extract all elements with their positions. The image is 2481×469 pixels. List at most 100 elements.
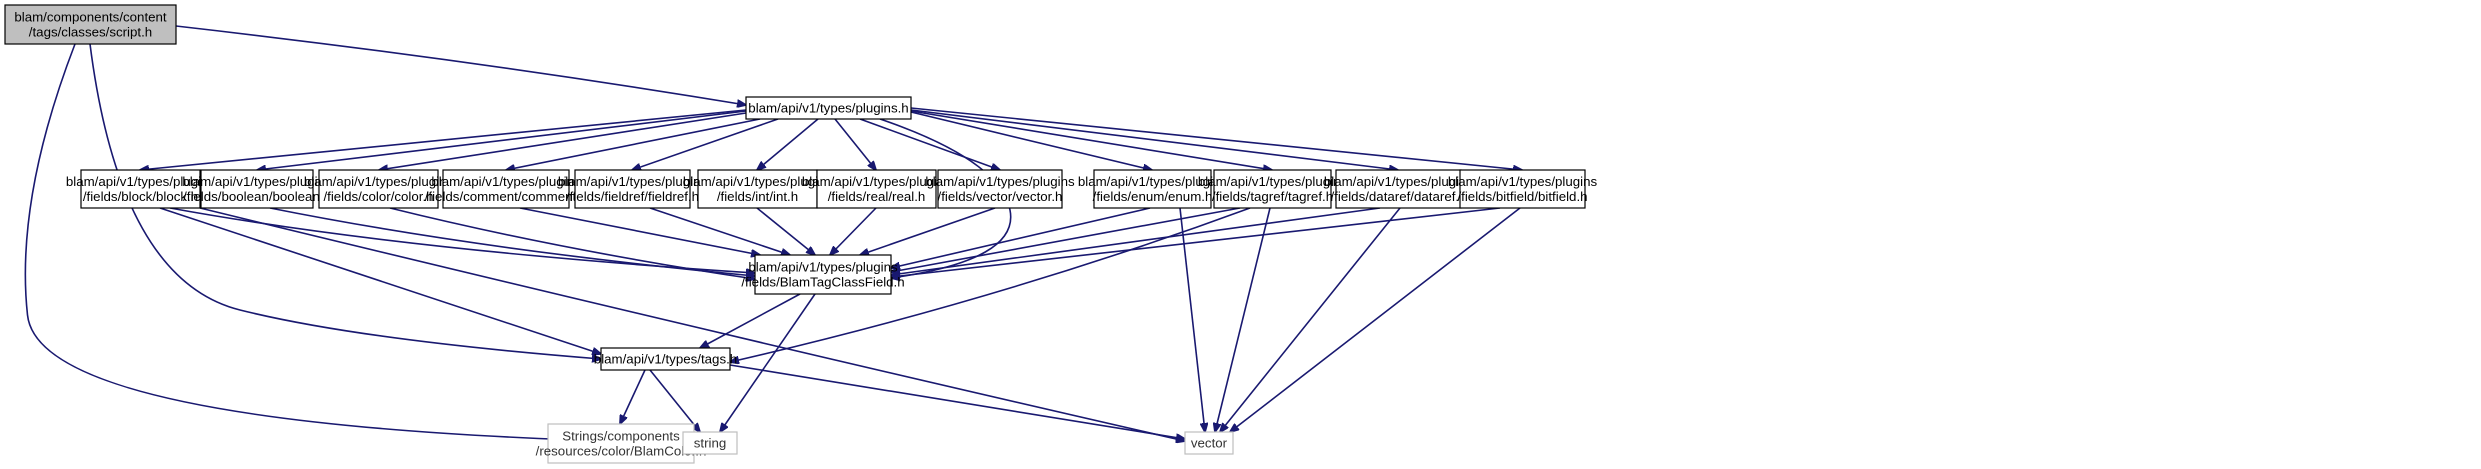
node-box — [1213, 169, 1332, 209]
node-blamcolor: Strings/components/resources/color/BlamC… — [536, 423, 707, 464]
node-tagref[interactable]: blam/api/v1/types/plugins/fields/tagref/… — [1198, 169, 1348, 209]
edge-plugins-to-color — [379, 112, 747, 170]
node-fieldref[interactable]: blam/api/v1/types/plugins/fields/fieldre… — [558, 169, 708, 209]
edge-plugins-to-enum — [910, 111, 1152, 170]
edge-script-to-string — [24, 43, 683, 443]
node-script[interactable]: blam/components/content/tags/classes/scr… — [4, 4, 177, 45]
node-label-line: /fields/vector/vector.h — [938, 189, 1063, 204]
edge-tags-to-vector — [729, 364, 1185, 439]
edge-vectorh-to-btcf — [860, 207, 996, 255]
edge-plugins-to-btcf — [879, 118, 1012, 278]
edge-bitfield-to-btcf — [891, 207, 1501, 277]
edge-btcf-to-string — [720, 293, 816, 432]
edge-tags-to-string — [649, 369, 700, 432]
node-box — [754, 254, 892, 295]
edge-block-to-vector — [199, 207, 1185, 441]
node-box — [442, 169, 570, 209]
node-label-line: /fields/int/int.h — [717, 189, 798, 204]
node-label-line: blam/components/content — [14, 10, 167, 25]
node-label-line: blam/api/v1/types/plugins — [66, 174, 216, 189]
node-label-line: blam/api/v1/types/plugins — [1448, 174, 1598, 189]
node-comment[interactable]: blam/api/v1/types/plugins/fields/comment… — [425, 169, 588, 209]
node-label-line: /fields/bitfield/bitfield.h — [1457, 189, 1587, 204]
edge-enum-to-vector — [1179, 207, 1205, 432]
node-label-line: /fields/fieldref/fieldref.h — [566, 189, 699, 204]
node-box — [1459, 169, 1586, 209]
edge-color-to-btcf — [389, 207, 755, 279]
edge-plugins-to-comment — [506, 118, 761, 170]
edge-plugins-to-block — [140, 109, 747, 170]
node-label-line: blam/api/v1/types/plugins — [1078, 174, 1228, 189]
node-label-line: blam/api/v1/types/plugins — [802, 174, 952, 189]
edge-enum-to-btcf — [891, 207, 1151, 268]
edge-plugins-to-bitfield — [910, 107, 1522, 170]
node-label-line: /fields/BlamTagClassField.h — [741, 275, 904, 290]
node-tags[interactable]: blam/api/v1/types/tags.h — [594, 347, 737, 371]
edge-fieldref-to-btcf — [649, 207, 790, 255]
edges — [24, 25, 1522, 443]
node-label-line: vector — [1191, 436, 1228, 451]
node-enum[interactable]: blam/api/v1/types/plugins/fields/enum/en… — [1078, 169, 1228, 209]
node-bitfield[interactable]: blam/api/v1/types/plugins/fields/bitfiel… — [1448, 169, 1598, 209]
node-vectorh[interactable]: blam/api/v1/types/plugins/fields/vector/… — [925, 169, 1075, 209]
node-label-line: /fields/tagref/tagref.h — [1212, 189, 1333, 204]
edge-plugins-to-boolean — [257, 110, 747, 170]
node-box — [80, 169, 201, 209]
node-box — [1335, 169, 1462, 209]
node-int[interactable]: blam/api/v1/types/plugins/fields/int/int… — [683, 169, 833, 209]
edge-block-to-tags — [159, 207, 601, 354]
edge-plugins-to-fieldref — [632, 118, 779, 170]
edge-tags-to-blamcolor — [620, 369, 646, 424]
node-color[interactable]: blam/api/v1/types/plugins/fields/color/c… — [304, 169, 454, 209]
node-label-line: /fields/color/color.h — [323, 189, 433, 204]
node-plugins[interactable]: blam/api/v1/types/plugins.h — [745, 96, 912, 120]
node-label-line: blam/api/v1/types/plugins — [558, 174, 708, 189]
edge-plugins-to-tagref — [910, 110, 1272, 170]
node-label-line: Strings/components — [562, 429, 680, 444]
node-box — [574, 169, 691, 209]
node-real[interactable]: blam/api/v1/types/plugins/fields/real/re… — [802, 169, 952, 209]
node-label-line: blam/api/v1/types/plugins — [431, 174, 581, 189]
edge-dataref-to-btcf — [891, 207, 1381, 275]
node-vector: vector — [1184, 431, 1234, 455]
edge-tagref-to-btcf — [891, 207, 1241, 272]
node-box — [937, 169, 1063, 209]
node-label-line: /fields/dataref/dataref.h — [1330, 189, 1466, 204]
edge-plugins-to-vectorh — [859, 118, 1000, 170]
node-label-line: blam/api/v1/types/plugins — [182, 174, 332, 189]
node-label-line: blam/api/v1/types/plugins — [304, 174, 454, 189]
node-box — [682, 431, 738, 455]
node-boolean[interactable]: blam/api/v1/types/plugins/fields/boolean… — [182, 169, 332, 209]
node-label-line: blam/api/v1/types/plugins — [925, 174, 1075, 189]
node-string: string — [682, 431, 738, 455]
node-box — [600, 347, 731, 371]
node-label-line: string — [694, 436, 727, 451]
node-dataref[interactable]: blam/api/v1/types/plugins/fields/dataref… — [1324, 169, 1474, 209]
node-label-line: /resources/color/BlamColor.h — [536, 444, 707, 459]
node-label-line: /fields/block/block.h — [83, 189, 198, 204]
node-block[interactable]: blam/api/v1/types/plugins/fields/block/b… — [66, 169, 216, 209]
node-label-line: /fields/boolean/boolean.h — [183, 189, 331, 204]
edge-tagref-to-tags — [730, 207, 1251, 362]
node-btcf[interactable]: blam/api/v1/types/plugins/fields/BlamTag… — [741, 254, 905, 295]
node-box — [318, 169, 439, 209]
edge-comment-to-btcf — [519, 207, 760, 255]
node-label-line: blam/api/v1/types/tags.h — [594, 352, 737, 367]
node-label-line: blam/api/v1/types/plugins — [1198, 174, 1348, 189]
node-label-line: blam/api/v1/types/plugins — [1324, 174, 1474, 189]
node-box — [1093, 169, 1212, 209]
node-box — [200, 169, 314, 209]
edge-script-to-plugins — [175, 25, 746, 105]
edge-real-to-btcf — [830, 207, 877, 255]
node-label-line: blam/api/v1/types/plugins.h — [748, 101, 908, 116]
node-label-line: blam/api/v1/types/plugins — [683, 174, 833, 189]
node-label-line: blam/api/v1/types/plugins — [748, 260, 898, 275]
node-box — [697, 169, 818, 209]
node-label-line: /fields/comment/comment.h — [425, 189, 588, 204]
edge-plugins-to-real — [834, 118, 876, 170]
nodes: blam/components/content/tags/classes/scr… — [4, 4, 1598, 464]
node-label-line: /fields/real/real.h — [828, 189, 926, 204]
edge-boolean-to-btcf — [269, 207, 755, 276]
edge-dataref-to-vector — [1220, 207, 1401, 432]
